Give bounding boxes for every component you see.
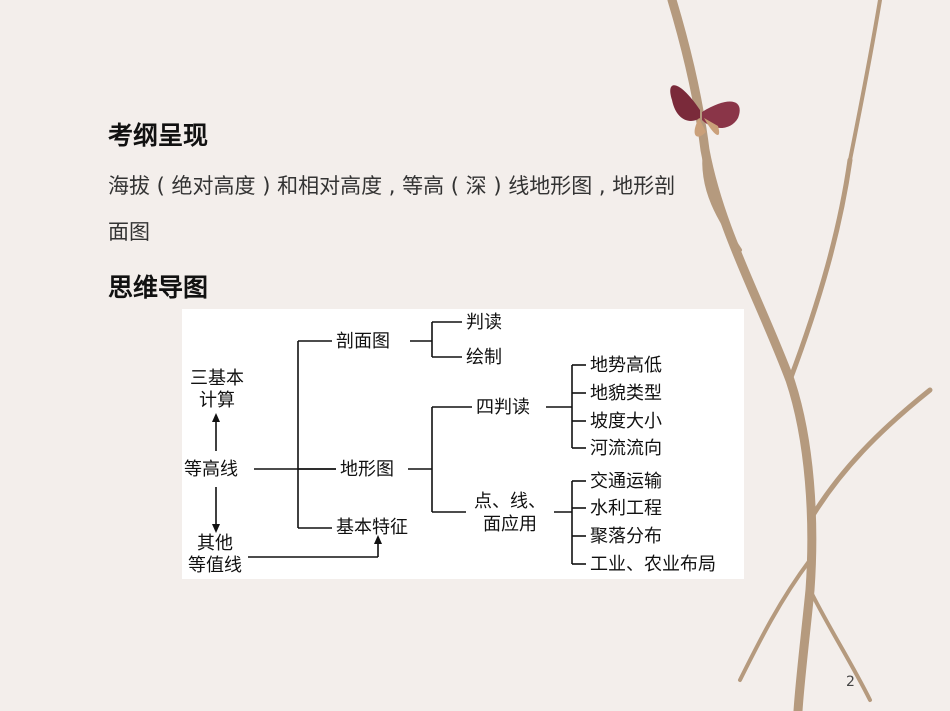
node-point-line-area-line1: 点、线、 bbox=[474, 491, 546, 512]
node-industry-agriculture: 工业、农业布局 bbox=[590, 554, 716, 575]
node-topographic-map: 地形图 bbox=[340, 459, 394, 480]
node-transportation: 交通运输 bbox=[590, 471, 662, 492]
butterfly-icon bbox=[670, 85, 740, 137]
node-landform-type: 地貌类型 bbox=[590, 383, 662, 404]
node-four-interpretations: 四判读 bbox=[476, 397, 530, 418]
node-slope: 坡度大小 bbox=[590, 411, 662, 432]
node-water-conservancy: 水利工程 bbox=[590, 498, 662, 519]
node-contour-line: 等高线 bbox=[184, 459, 238, 480]
page-number: 2 bbox=[846, 674, 855, 690]
node-basic-features: 基本特征 bbox=[336, 517, 408, 538]
node-other-isoline-line1: 其他 bbox=[197, 533, 233, 554]
mind-map-connectors bbox=[212, 321, 586, 565]
node-terrain-height: 地势高低 bbox=[590, 355, 662, 376]
node-three-basic-calc-line1: 三基本 bbox=[190, 368, 244, 389]
node-settlement: 聚落分布 bbox=[590, 526, 662, 547]
mind-map-heading: 思维导图 bbox=[108, 273, 209, 302]
syllabus-text-line2: 面图 bbox=[108, 220, 150, 244]
node-point-line-area-line2: 面应用 bbox=[483, 514, 537, 535]
node-draw: 绘制 bbox=[466, 347, 502, 368]
node-profile-map: 剖面图 bbox=[336, 331, 390, 352]
mind-map-diagram: 三基本 计算 等高线 其他 等值线 剖面图 判读 绘制 地形图 基本特征 四判读… bbox=[182, 309, 744, 579]
syllabus-text-line1: 海拔 ( 绝对高度 ) 和相对高度 , 等高 ( 深 ) 线地形图 , 地形剖 bbox=[108, 174, 676, 198]
exam-outline-heading: 考纲呈现 bbox=[108, 121, 209, 150]
node-interpret: 判读 bbox=[466, 312, 502, 333]
node-river-flow: 河流流向 bbox=[590, 438, 662, 459]
node-three-basic-calc-line2: 计算 bbox=[199, 390, 235, 411]
node-other-isoline-line2: 等值线 bbox=[188, 555, 242, 576]
